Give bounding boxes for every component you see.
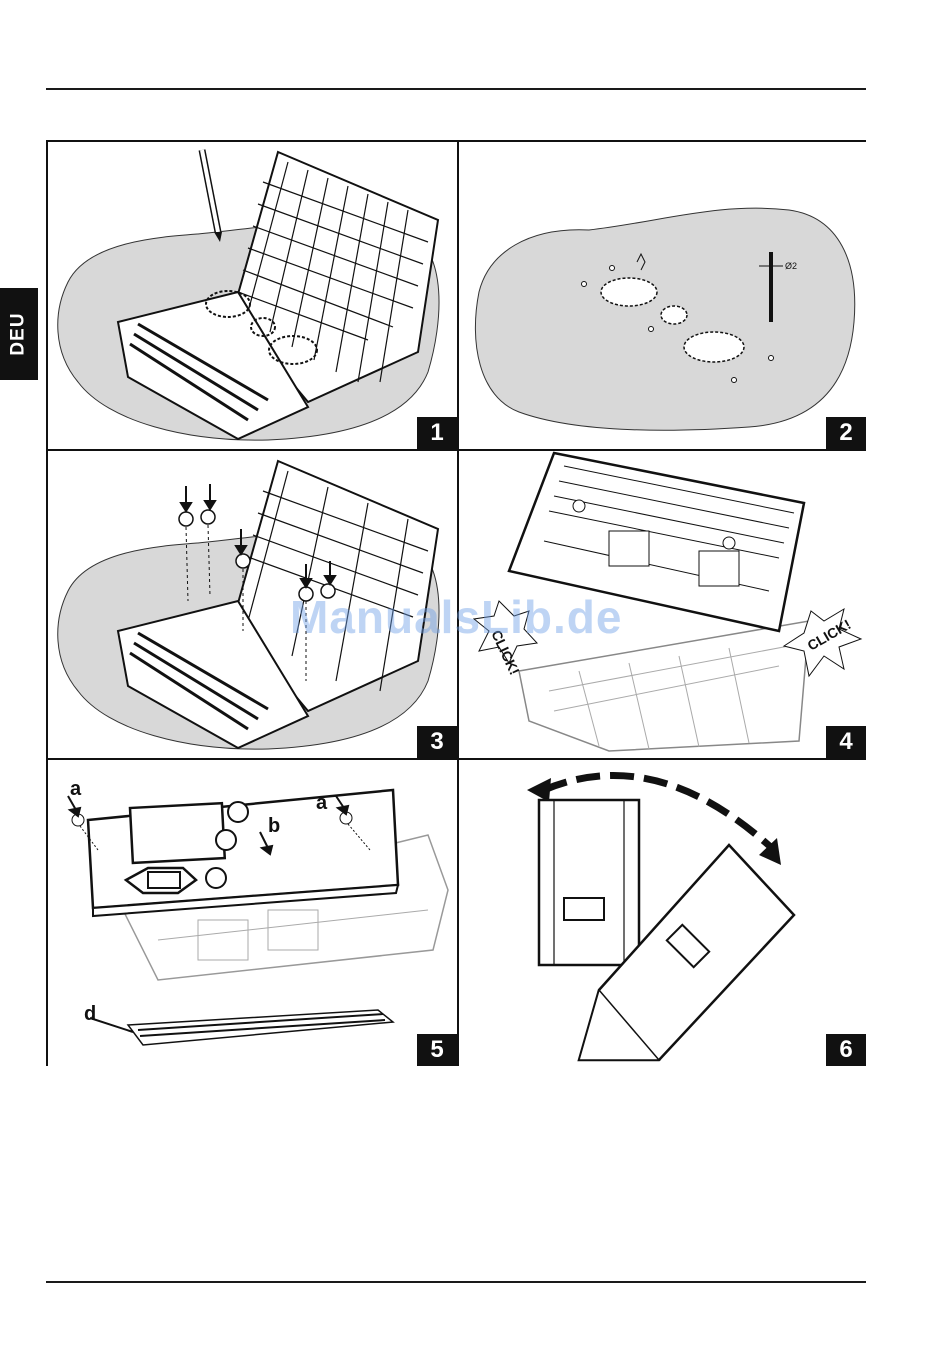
drill-diameter-label: Ø2 bbox=[785, 261, 797, 271]
step-number: 6 bbox=[826, 1034, 866, 1066]
bottom-rule bbox=[46, 1281, 866, 1283]
screw-label-a-left: a bbox=[70, 778, 81, 801]
language-label: DEU bbox=[8, 312, 30, 355]
step-5-panel: a a b d 5 bbox=[48, 760, 457, 1066]
step-number: 3 bbox=[417, 726, 457, 758]
language-tab: DEU bbox=[0, 288, 38, 380]
step-number: 2 bbox=[826, 417, 866, 449]
top-rule bbox=[46, 88, 866, 90]
step-1-panel: 1 bbox=[48, 142, 457, 449]
step-6-panel: 6 bbox=[459, 760, 866, 1066]
step-1-illustration bbox=[48, 142, 457, 449]
step-number: 4 bbox=[826, 726, 866, 758]
step-number: 5 bbox=[417, 1034, 457, 1066]
step-2-panel: Ø2 2 bbox=[459, 142, 866, 449]
step-6-illustration bbox=[459, 760, 866, 1066]
arrow-label-b: b bbox=[268, 815, 280, 838]
step-2-illustration: Ø2 bbox=[459, 142, 866, 449]
step-5-illustration bbox=[48, 760, 457, 1066]
screw-label-a-right: a bbox=[316, 792, 327, 815]
step-number: 1 bbox=[417, 417, 457, 449]
watermark: ManualsLib.de bbox=[290, 590, 622, 644]
callout-label-d: d bbox=[84, 1003, 96, 1026]
